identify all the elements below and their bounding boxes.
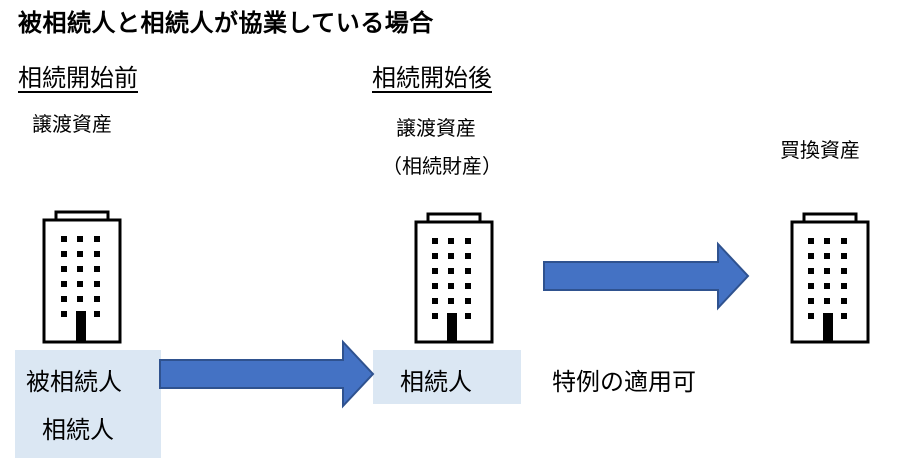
building-icon — [414, 212, 494, 344]
heading-after-inheritance: 相続開始後 — [372, 64, 492, 92]
heading-before-inheritance: 相続開始前 — [18, 64, 138, 92]
right-arrow-icon — [543, 241, 750, 311]
box-before-owners — [15, 350, 161, 458]
label-transfer-asset-before: 譲渡資産 — [32, 112, 112, 136]
right-arrow-icon — [159, 339, 375, 409]
owner-heir-before: 相続人 — [42, 416, 114, 444]
owner-deceased: 被相続人 — [26, 368, 122, 396]
owner-heir-after: 相続人 — [400, 368, 472, 396]
box-after-owner — [373, 350, 521, 404]
page-title: 被相続人と相続人が協業している場合 — [18, 9, 434, 37]
building-icon — [790, 212, 870, 344]
label-inherited-property: （相続財産） — [382, 154, 502, 178]
label-replacement-asset: 買換資産 — [780, 138, 860, 162]
building-icon — [42, 210, 122, 344]
label-transfer-asset-after: 譲渡資産 — [396, 116, 476, 140]
special-provision-note: 特例の適用可 — [552, 368, 696, 396]
